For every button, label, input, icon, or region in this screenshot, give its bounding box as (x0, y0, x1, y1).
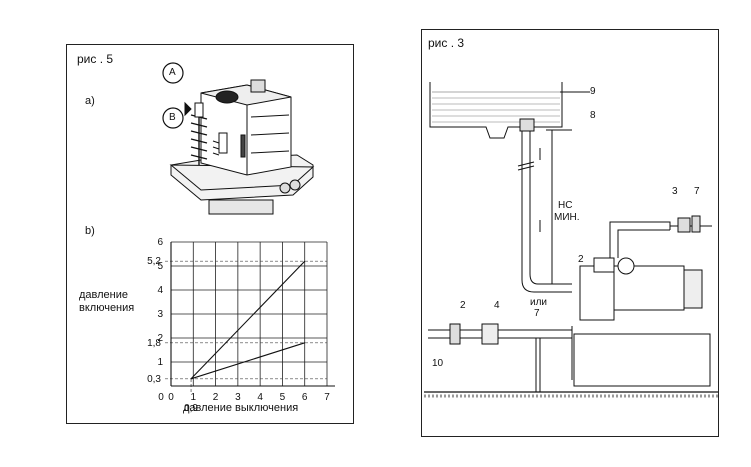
hc-label: HC (558, 200, 573, 211)
y-tick-label: 3 (157, 309, 163, 320)
callout-2-pump: 2 (578, 254, 584, 265)
x-tick-label: 6 (302, 392, 308, 403)
callout-3: 3 (672, 186, 678, 197)
y-tick-label: 1 (157, 357, 163, 368)
x-axis-label: давление выключения (183, 402, 299, 414)
min-label: МИН. (554, 212, 580, 223)
figure-5-title: рис . 5 (77, 52, 114, 66)
callout-2-left: 2 (460, 300, 466, 311)
pressure-chart: 0 1 2 3 4 5 6 7 1 2 3 4 5 6 0,3 1,8 5,2 0,9 0 (147, 237, 335, 414)
y-reference-label: 5,2 (147, 256, 161, 267)
origin-label: 0 (158, 392, 164, 403)
marker-b-label: B (169, 112, 176, 123)
x-tick-label: 1 (191, 392, 197, 403)
figure-3-title: рис . 3 (428, 36, 465, 50)
callout-7-bottom: 7 (534, 308, 540, 319)
x-tick-label: 2 (213, 392, 219, 403)
water-tank (429, 82, 590, 139)
x-tick-label: 4 (257, 392, 263, 403)
callout-8: 8 (590, 110, 596, 121)
or-label: или (530, 297, 548, 308)
callout-9: 9 (590, 86, 596, 97)
part-a-label: a) (85, 95, 95, 107)
y-tick-label: 6 (157, 237, 163, 248)
pressure-switch-illustration: 0 1 2 3 4 5 6 7 1 2 3 4 5 6 0,3 1,8 5,2 0,9 0 (147, 62, 335, 414)
series-line-2 (190, 342, 305, 380)
x-reference-label: 0,9 (184, 403, 198, 414)
y-reference-label: 0,3 (147, 374, 161, 385)
y-tick-label: 2 (157, 333, 163, 344)
suction-pipe (517, 129, 572, 293)
series-line-1 (190, 260, 306, 380)
y-axis-label: давление включения (79, 289, 135, 314)
x-tick-label: 0 (168, 392, 174, 403)
part-b-label: b) (85, 225, 95, 237)
x-tick-label: 7 (324, 392, 330, 403)
callout-4: 4 (494, 300, 500, 311)
x-tick-label: 3 (235, 392, 241, 403)
x-tick-label: 5 (280, 392, 286, 403)
y-reference-label: 1,8 (147, 338, 161, 349)
switch-body (169, 79, 315, 215)
ground-line (424, 391, 718, 398)
callout-7-top: 7 (694, 186, 700, 197)
y-tick-label: 5 (157, 261, 163, 272)
marker-b-circle (162, 107, 184, 129)
figure-3-panel: рис . 3 (421, 29, 719, 437)
figure-5-panel: рис . 5 a) b) (66, 44, 354, 424)
inlet-line (428, 323, 572, 392)
marker-a-label: A (169, 67, 176, 78)
pump-installation-diagram (424, 82, 718, 398)
y-tick-label: 4 (157, 285, 163, 296)
callout-10: 10 (432, 358, 444, 369)
pump-unit (571, 215, 712, 387)
marker-a-circle (162, 62, 184, 84)
